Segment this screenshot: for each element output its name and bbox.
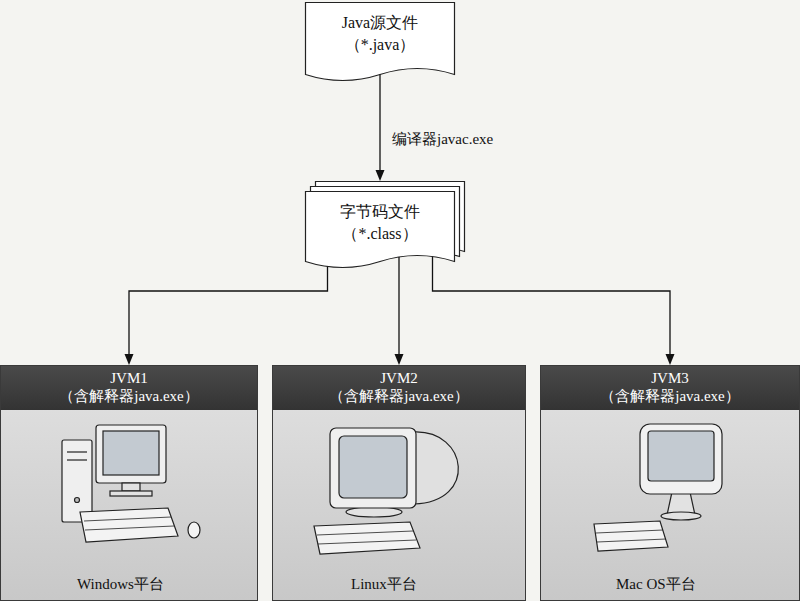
drive-slot	[67, 451, 87, 452]
key-row	[596, 530, 663, 533]
jvm-platform: JVM1（含解释器java.exe） Windows平台	[0, 365, 258, 601]
mac-stand	[667, 492, 695, 515]
connector-line	[379, 75, 380, 171]
power-button	[75, 498, 80, 503]
jvm-name: JVM1	[110, 369, 148, 387]
mouse	[188, 522, 200, 538]
monitor-frame	[96, 425, 166, 483]
flow-arrow	[433, 256, 675, 365]
arrow-head	[395, 354, 404, 365]
connector-line	[433, 256, 671, 354]
interpreter-note: （含解释器java.exe）	[600, 387, 740, 405]
jvm-header: JVM1（含解释器java.exe）	[1, 366, 257, 410]
document-page	[306, 3, 455, 81]
keyboard	[594, 521, 668, 551]
pc-tower	[62, 440, 92, 522]
flow-arrow	[125, 267, 328, 365]
interpreter-note: （含解释器java.exe）	[59, 387, 199, 405]
mac-frame	[640, 424, 722, 494]
key-row	[597, 539, 666, 542]
mac-base	[661, 512, 701, 520]
monitor-base	[110, 491, 152, 496]
doc-text-block: Java源文件（*.java）	[305, 2, 455, 56]
jvm-body	[273, 410, 525, 575]
arrow-head	[125, 354, 134, 365]
document-page	[306, 192, 455, 268]
jvm-footer: Mac OS平台	[541, 575, 799, 600]
monitor-stand	[122, 483, 140, 491]
crt-frame	[330, 428, 416, 508]
keyboard	[314, 522, 420, 554]
key-row	[317, 531, 413, 535]
linux-pc-icon	[314, 428, 458, 554]
windows-pc-icon	[62, 425, 200, 542]
arrow-head	[376, 170, 385, 181]
jvm-footer: Windows平台	[1, 575, 257, 600]
flow-arrow	[376, 75, 385, 182]
jvm-header: JVM3（含解释器java.exe）	[541, 366, 799, 410]
file-label: （*.java）	[345, 34, 416, 56]
platform-name: Windows平台	[77, 575, 164, 593]
key-row	[318, 540, 416, 544]
jvm-body	[541, 410, 799, 575]
flow-arrow	[395, 257, 404, 365]
key-row	[85, 526, 174, 530]
jvm-header: JVM2（含解释器java.exe）	[273, 366, 525, 410]
jvm-platform: JVM3（含解释器java.exe） Mac OS平台	[540, 365, 800, 601]
file-label: 字节码文件	[340, 201, 420, 223]
interpreter-note: （含解释器java.exe）	[329, 387, 469, 405]
drive-slot	[67, 459, 87, 460]
crt-back	[414, 432, 458, 504]
file-label: （*.class）	[342, 223, 417, 245]
connector-line	[129, 267, 328, 354]
source-file: Java源文件（*.java）	[305, 2, 455, 82]
jvm-name: JVM3	[651, 369, 689, 387]
doc-text-block: 字节码文件（*.class）	[305, 191, 455, 245]
connector-line	[398, 257, 399, 354]
bytecode-file: 字节码文件（*.class）	[305, 181, 465, 269]
monitor-screen	[103, 431, 159, 475]
platform-name: Mac OS平台	[616, 575, 696, 593]
crt-base	[346, 507, 402, 517]
keyboard	[80, 508, 178, 542]
jvm-body	[1, 410, 257, 575]
key-row	[84, 517, 171, 521]
jvm-platform: JVM2（含解释器java.exe） Linux平台	[272, 365, 526, 601]
edge-label: 编译器javac.exe	[390, 130, 495, 148]
mac-pc-icon	[594, 424, 722, 551]
jvm-footer: Linux平台	[273, 575, 525, 600]
crt-screen	[339, 436, 407, 498]
arrow-head	[666, 354, 675, 365]
file-label: Java源文件	[342, 12, 418, 34]
mac-screen	[648, 431, 714, 481]
jvm-name: JVM2	[380, 369, 418, 387]
platform-name: Linux平台	[351, 575, 417, 593]
